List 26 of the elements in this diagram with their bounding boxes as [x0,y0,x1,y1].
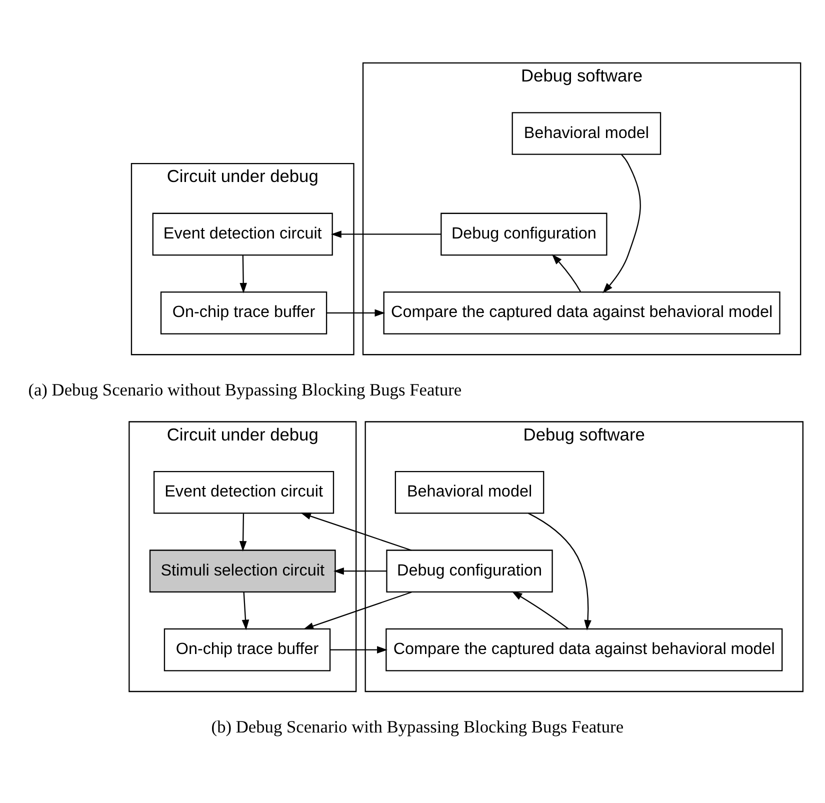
arrow [512,591,569,630]
arrow [333,567,387,575]
arrow [552,254,581,292]
node-box: Debug configuration [440,212,608,256]
arrow [303,592,412,630]
node-box: Compare the captured data against behavioral model [383,292,780,334]
node-box: Debug configuration [386,550,553,592]
node-box: Compare the captured data against behavioral model [386,628,783,672]
arrow [242,592,250,630]
arrow [240,255,247,294]
node-box: Behavioral model [512,112,662,155]
arrow [326,309,386,317]
arrow [602,154,641,294]
arrow [528,512,592,630]
label: (b) Debug Scenario with Bypassing Blocking Bugs Feature [211,718,624,737]
arrow [330,230,442,238]
label: (a) Debug Scenario without Bypassing Blocking Bugs Feature [28,380,462,400]
arrow [330,646,388,654]
arrow [300,512,412,551]
node-box: On-chip trace buffer [160,292,328,334]
node-box: Event detection circuit [153,470,334,514]
node-box: On-chip trace buffer [164,628,331,672]
node-box: Behavioral model [394,470,544,514]
node-box: Event detection circuit [152,212,333,256]
node-box: Stimuli selection circuit [149,550,336,592]
arrow [239,514,247,552]
